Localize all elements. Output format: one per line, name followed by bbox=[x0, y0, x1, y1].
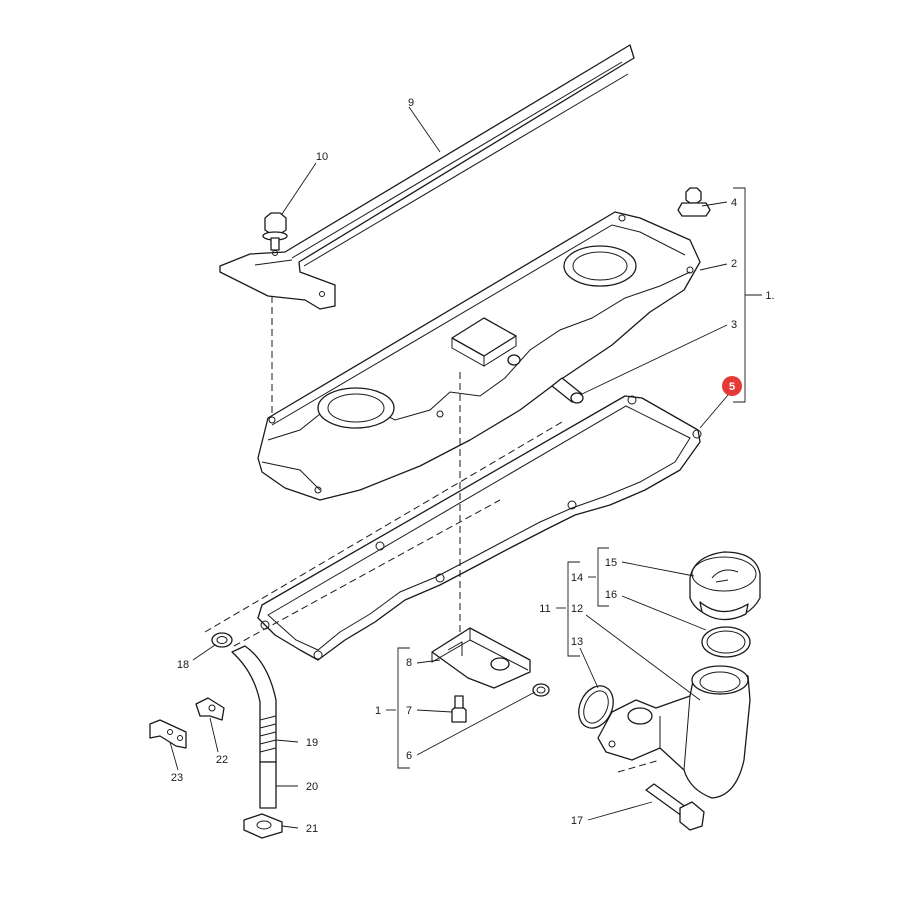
part-15-filler-cap bbox=[689, 551, 761, 621]
callout-18: 18 bbox=[177, 659, 189, 671]
callout-6: 6 bbox=[406, 750, 412, 762]
callout-22: 22 bbox=[216, 754, 228, 766]
part-2-valve-cover bbox=[257, 211, 701, 501]
part-4-nut bbox=[677, 187, 711, 217]
callout-5: 5 bbox=[729, 381, 735, 393]
callout-17: 17 bbox=[571, 815, 583, 827]
part-20-hose-pipe bbox=[259, 761, 277, 809]
part-19-hose bbox=[231, 645, 277, 763]
part-10-bolt bbox=[262, 212, 288, 251]
callout-1-bottom: 1 bbox=[375, 705, 381, 717]
part-16-oring bbox=[701, 626, 751, 658]
callout-9: 9 bbox=[408, 97, 414, 109]
callout-19: 19 bbox=[306, 737, 318, 749]
part-12-filler-neck bbox=[597, 665, 751, 799]
part-17-bolt bbox=[645, 783, 705, 831]
part-7-bolt bbox=[451, 695, 467, 723]
callout-11: 11 bbox=[539, 603, 550, 615]
callout-23: 23 bbox=[171, 772, 183, 784]
callout-20: 20 bbox=[306, 781, 318, 793]
highlight-badge-5[interactable]: 5 bbox=[722, 376, 742, 396]
leader-lines bbox=[169, 106, 729, 829]
part-22-clip bbox=[195, 697, 225, 721]
callout-15: 15 bbox=[605, 557, 617, 569]
callout-7: 7 bbox=[406, 705, 412, 717]
callout-2: 2 bbox=[731, 258, 737, 270]
callout-4: 4 bbox=[731, 197, 737, 209]
callout-10: 10 bbox=[316, 151, 328, 163]
part-9-bracket bbox=[219, 44, 635, 310]
callout-16: 16 bbox=[605, 589, 617, 601]
callout-21: 21 bbox=[306, 823, 318, 835]
part-23-bracket bbox=[149, 719, 187, 749]
callout-14: 14 bbox=[571, 572, 583, 584]
part-21-clip bbox=[243, 813, 283, 839]
callout-labels: 9 10 4 2 1. 3 15 14 16 11 12 13 8 1 7 6 … bbox=[171, 97, 775, 835]
part-5-gasket bbox=[257, 395, 702, 661]
assembly-lines bbox=[204, 296, 661, 773]
part-8-breather-bracket bbox=[431, 627, 531, 689]
grouping-brackets bbox=[386, 187, 762, 769]
callout-8: 8 bbox=[406, 657, 412, 669]
callout-1-top: 1. bbox=[765, 290, 774, 302]
callout-13: 13 bbox=[571, 636, 583, 648]
part-18-clamp bbox=[211, 632, 233, 648]
callout-3: 3 bbox=[731, 319, 737, 331]
part-6-oring bbox=[532, 683, 550, 697]
callout-12: 12 bbox=[571, 603, 583, 615]
